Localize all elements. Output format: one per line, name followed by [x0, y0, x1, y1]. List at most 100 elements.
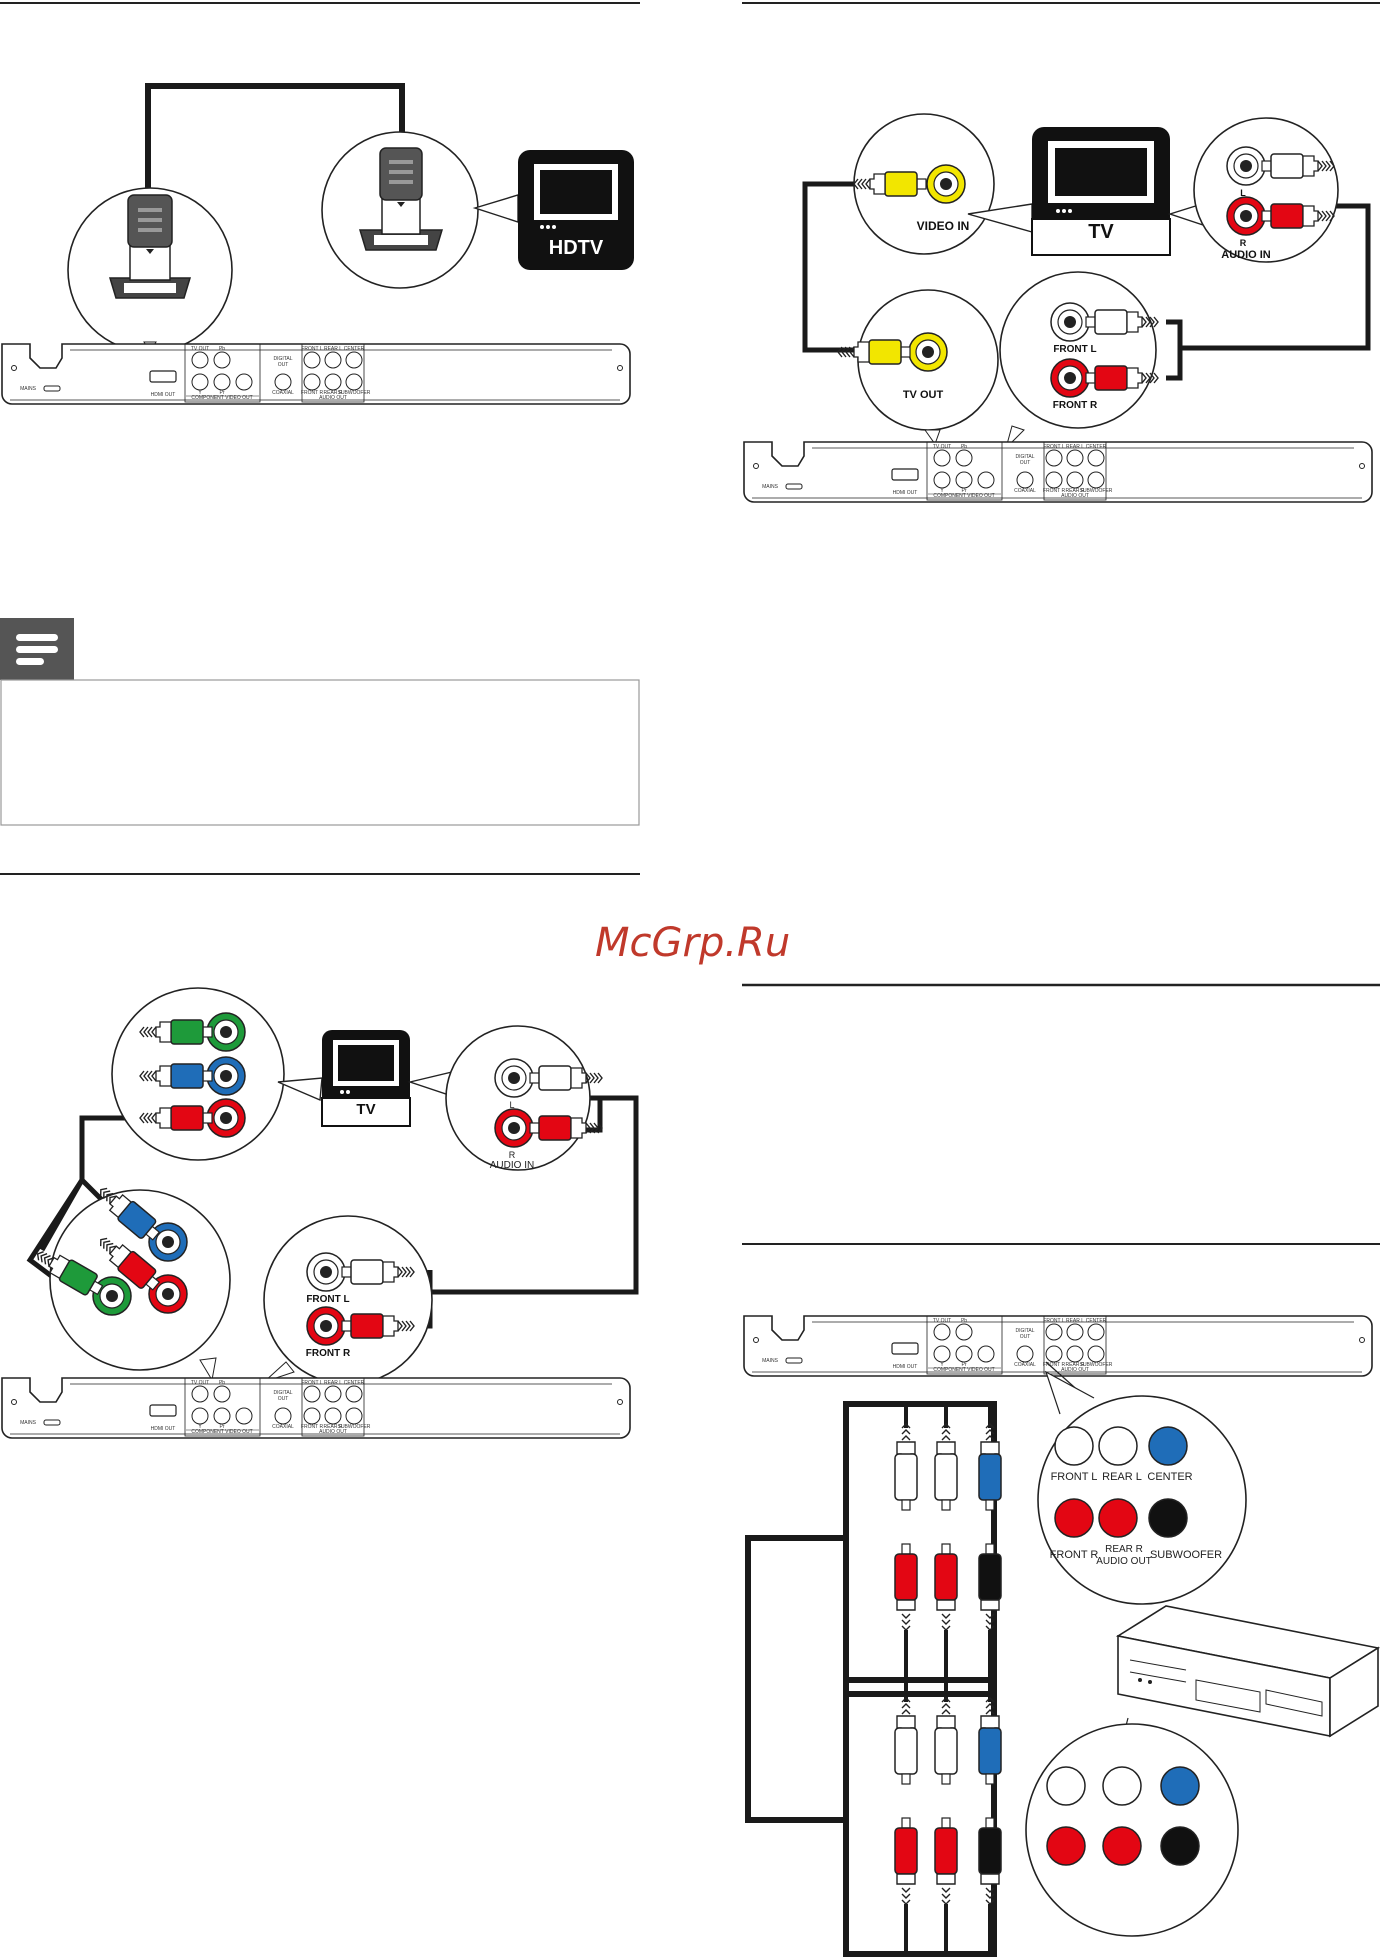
hdmi-cable: [145, 83, 405, 200]
upper-cable-bundle: [843, 1401, 997, 1697]
label-subwoofer: SUBWOOFER: [1150, 1549, 1222, 1561]
video-in-label: VIDEO IN: [917, 219, 970, 233]
watermark: McGrp.Ru: [595, 920, 790, 966]
audio-in-callout: [1193, 117, 1339, 263]
panel-label: MAINS: [762, 484, 779, 490]
panel-label: FRONT L: [301, 346, 323, 352]
front-r-label: FRONT R: [1053, 400, 1098, 411]
panel-label: HDMI OUT: [893, 1364, 918, 1370]
panel-label: HDMI OUT: [151, 392, 176, 398]
panel-label: FRONT L: [1043, 1318, 1065, 1324]
callout-pointer: [472, 194, 519, 223]
front-l-label: FRONT L: [1053, 344, 1096, 355]
front-l-label: FRONT L: [306, 1294, 349, 1305]
audio-in-r-jack: [494, 1108, 534, 1148]
tv-out-jack: [908, 332, 948, 372]
receiver-jack-subwoofer: [1160, 1826, 1200, 1866]
panel-label: REAR L: [324, 1380, 342, 1386]
tv-label: TV: [1088, 221, 1114, 243]
audio-in-r-jack: [1226, 196, 1266, 236]
panel-label: Y: [940, 488, 944, 494]
panel-label: MAINS: [762, 1358, 779, 1364]
panel-label: SUBWOOFER: [338, 390, 371, 396]
audio-in-l-plug: [529, 1065, 603, 1091]
front-r-jack: [1050, 358, 1090, 398]
player-y-jack: [92, 1276, 132, 1316]
audio-cable-right: [1180, 203, 1371, 351]
panel-label: Pb: [219, 1380, 225, 1386]
note-box: [0, 618, 640, 826]
panel-label: COMPONENT VIDEO OUT: [191, 395, 252, 401]
lower-cable-bundle: [843, 1677, 997, 1957]
panel-label: CENTER: [344, 346, 365, 352]
panel-label: SUBWOOFER: [1080, 488, 1113, 494]
panel-label: Pr: [962, 488, 967, 494]
receiver-jack-rear-r: [1102, 1826, 1142, 1866]
panel-label: CENTER: [344, 1380, 365, 1386]
hdtv-label: HDTV: [549, 237, 604, 259]
panel-label: FRONT R: [1043, 488, 1066, 494]
front-l-jack: [1050, 302, 1090, 342]
label-audio-out: AUDIO OUT: [1096, 1556, 1152, 1567]
audio-in-l-jack: [494, 1058, 534, 1098]
panel-label: Pr: [962, 1362, 967, 1368]
panel-label: COAXIAL: [1014, 488, 1036, 494]
panel-label: TV OUT: [933, 1318, 951, 1324]
panel-label: HDMI OUT: [893, 490, 918, 496]
panel-label: AUDIO OUT: [319, 395, 347, 401]
panel-label: HDMI OUT: [151, 1426, 176, 1432]
panel-label: AUDIO OUT: [1061, 1367, 1089, 1373]
panel-label: REAR R: [1066, 1362, 1085, 1368]
panel-label: CENTER: [1086, 1318, 1107, 1324]
lower-plugs: [894, 1680, 1002, 1954]
panel-label: Y: [940, 1362, 944, 1368]
receiver-jack-front-l: [1046, 1766, 1086, 1806]
receiver-jack-center: [1160, 1766, 1200, 1806]
jack-front-r: [1054, 1498, 1094, 1538]
panel-label: OUT: [1020, 460, 1031, 466]
panel-label: Pr: [220, 1424, 225, 1430]
panel-label: REAR R: [1066, 488, 1085, 494]
panel-label: FRONT R: [301, 390, 324, 396]
panel-label: Pr: [220, 390, 225, 396]
audio-in-label: AUDIO IN: [1221, 249, 1271, 261]
tv-pb-jack: [206, 1056, 246, 1096]
panel-label: Y: [198, 390, 202, 396]
front-r-label: FRONT R: [306, 1348, 351, 1359]
label-front-l: FRONT L: [1051, 1471, 1098, 1483]
panel-label: TV OUT: [933, 444, 951, 450]
panel-label: COMPONENT VIDEO OUT: [191, 1429, 252, 1435]
hdtv-icon: [518, 150, 634, 270]
video-in-jack: [926, 164, 966, 204]
panel-label: REAR R: [324, 390, 343, 396]
panel-label: Y: [198, 1424, 202, 1430]
tv-y-jack: [206, 1012, 246, 1052]
panel-label: REAR L: [324, 346, 342, 352]
label-rear-r: REAR R: [1105, 1544, 1143, 1555]
panel-label: FRONT R: [301, 1424, 324, 1430]
audio-in-l-label: L: [509, 1100, 514, 1110]
jack-subwoofer: [1148, 1498, 1188, 1538]
jack-rear-r: [1098, 1498, 1138, 1538]
jack-rear-l: [1098, 1426, 1138, 1466]
loop-cable: [745, 1535, 846, 1823]
panel-label: MAINS: [20, 1420, 37, 1426]
label-center: CENTER: [1147, 1471, 1192, 1483]
panel-label: FRONT L: [301, 1380, 323, 1386]
audio-in-r-label: R: [509, 1150, 516, 1160]
note-icon: [16, 634, 58, 665]
front-r-jack: [306, 1306, 346, 1346]
panel-label: SUBWOOFER: [1080, 1362, 1113, 1368]
panel-label: MAINS: [20, 386, 37, 392]
panel-label: COAXIAL: [272, 390, 294, 396]
label-front-r: FRONT R: [1050, 1549, 1099, 1561]
label-rear-l: REAR L: [1102, 1471, 1142, 1483]
panel-label: COAXIAL: [272, 1424, 294, 1430]
panel-label: FRONT R: [1043, 1362, 1066, 1368]
panel-label: DIGITAL: [273, 1390, 292, 1396]
